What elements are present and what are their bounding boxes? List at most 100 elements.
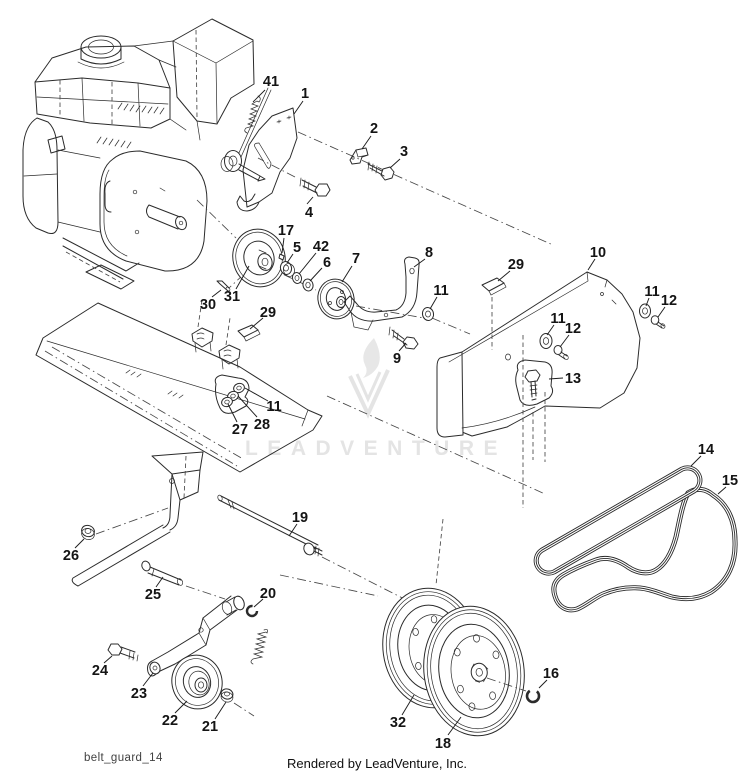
callout-leader-29 xyxy=(249,317,264,330)
callout-11[interactable]: 11 xyxy=(644,284,659,300)
callout-leader-12 xyxy=(559,334,570,348)
bolt-12-mid xyxy=(553,345,569,360)
callout-29[interactable]: 29 xyxy=(508,257,524,273)
hex-bolt-4 xyxy=(299,177,331,197)
callout-4[interactable]: 4 xyxy=(305,205,313,221)
callout-32[interactable]: 32 xyxy=(390,715,406,731)
wheel-18 xyxy=(423,605,525,737)
callout-leader-13 xyxy=(548,377,564,380)
callout-18[interactable]: 18 xyxy=(435,736,451,752)
callout-20[interactable]: 20 xyxy=(260,586,276,602)
callout-13[interactable]: 13 xyxy=(565,371,581,387)
watermark-text: LEADVENTURE xyxy=(245,437,507,460)
idler-pulley-22 xyxy=(171,654,223,710)
callout-leader-2 xyxy=(361,135,372,150)
callout-leader-18 xyxy=(447,716,462,736)
callout-14[interactable]: 14 xyxy=(698,442,714,458)
callout-6[interactable]: 6 xyxy=(323,255,331,271)
callout-leader-19 xyxy=(288,523,298,537)
callout-11[interactable]: 11 xyxy=(266,399,281,415)
bolt-12-right xyxy=(650,315,666,329)
callout-leader-22 xyxy=(174,700,188,714)
callout-23[interactable]: 23 xyxy=(131,686,147,702)
callout-10[interactable]: 10 xyxy=(590,245,606,261)
clamp-clip-2 xyxy=(349,147,369,165)
callout-11[interactable]: 11 xyxy=(433,283,448,299)
callout-28[interactable]: 28 xyxy=(254,417,270,433)
callout-8[interactable]: 8 xyxy=(425,245,433,261)
idler-arm-23 xyxy=(147,595,245,677)
shield-spacer-bracket xyxy=(214,374,250,414)
callout-41[interactable]: 41 xyxy=(263,74,279,90)
callout-leader-8 xyxy=(413,258,426,268)
callout-leader-28 xyxy=(237,395,258,418)
callout-26[interactable]: 26 xyxy=(63,548,79,564)
tine-shield xyxy=(35,302,323,473)
callout-leader-17 xyxy=(281,237,285,254)
clevis-pin-25 xyxy=(141,560,184,586)
callout-15[interactable]: 15 xyxy=(722,473,738,489)
callout-leader-26 xyxy=(74,538,85,549)
callout-12[interactable]: 12 xyxy=(565,321,581,337)
key-17 xyxy=(278,253,285,261)
callout-17[interactable]: 17 xyxy=(278,223,294,239)
retainer-clip-20 xyxy=(245,604,259,618)
callout-42[interactable]: 42 xyxy=(313,239,329,255)
callout-leader-25 xyxy=(155,576,164,588)
callout-leader-23 xyxy=(142,672,154,687)
engine-assembly xyxy=(22,18,272,290)
callout-9[interactable]: 9 xyxy=(393,351,401,367)
pin-30 xyxy=(216,280,231,292)
callout-5[interactable]: 5 xyxy=(293,240,301,256)
callout-31[interactable]: 31 xyxy=(224,289,240,305)
idler-bracket-plate xyxy=(220,107,298,212)
callout-2[interactable]: 2 xyxy=(370,121,378,137)
diagram-id-caption: belt_guard_14 xyxy=(84,752,163,764)
callout-leader-12 xyxy=(657,306,666,318)
callout-leader-1 xyxy=(293,100,304,115)
flange-nut-26 xyxy=(81,524,95,540)
callout-29[interactable]: 29 xyxy=(260,305,276,321)
callout-11[interactable]: 11 xyxy=(550,311,565,327)
decal-29-left xyxy=(237,324,261,342)
callout-30[interactable]: 30 xyxy=(200,297,216,313)
callout-27[interactable]: 27 xyxy=(232,422,248,438)
callout-leader-11 xyxy=(645,297,650,307)
callout-25[interactable]: 25 xyxy=(145,587,161,603)
callout-19[interactable]: 19 xyxy=(292,510,308,526)
leadventure-flame-logo xyxy=(348,338,390,419)
callout-leader-11 xyxy=(429,296,438,310)
callout-leader-10 xyxy=(587,258,596,271)
callout-24[interactable]: 24 xyxy=(92,663,108,679)
callout-leader-16 xyxy=(538,679,548,689)
callout-7[interactable]: 7 xyxy=(352,251,360,267)
hex-bolt-3 xyxy=(367,161,395,181)
callout-22[interactable]: 22 xyxy=(162,713,178,729)
cover-bracket-and-bolt xyxy=(515,359,554,406)
callout-12[interactable]: 12 xyxy=(661,293,677,309)
callout-leader-15 xyxy=(717,486,727,495)
callout-16[interactable]: 16 xyxy=(543,666,559,682)
washer-11-bracket xyxy=(421,307,435,321)
hex-bolt-24 xyxy=(107,643,139,662)
extension-spring-41 xyxy=(244,95,261,134)
callout-1[interactable]: 1 xyxy=(301,86,309,102)
shield-mount-tab xyxy=(218,344,241,370)
render-credit-caption: Rendered by LeadVenture, Inc. xyxy=(287,756,467,771)
callout-21[interactable]: 21 xyxy=(202,719,218,735)
callout-leader-27 xyxy=(227,403,238,423)
tension-rod-19 xyxy=(217,494,323,557)
drive-belt-14 xyxy=(533,465,703,576)
callout-3[interactable]: 3 xyxy=(400,144,408,160)
extension-spring-idler xyxy=(250,629,268,665)
support-bracket xyxy=(71,451,204,587)
hex-bolt-9 xyxy=(388,326,419,350)
callout-leader-9 xyxy=(398,342,407,352)
washer-42 xyxy=(291,272,303,284)
drive-belt-15 xyxy=(551,486,738,613)
idler-mount-bracket-8 xyxy=(343,256,420,331)
callout-leader-20 xyxy=(253,598,264,608)
